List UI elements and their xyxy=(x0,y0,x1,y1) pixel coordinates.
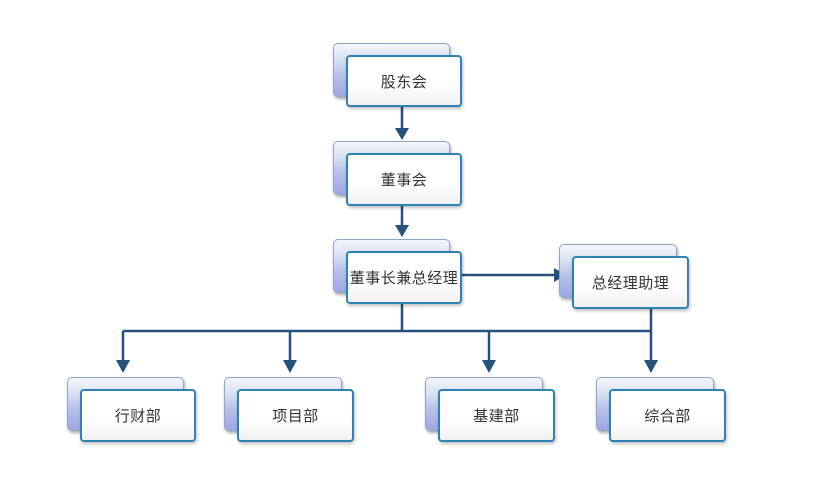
node-board-label: 董事会 xyxy=(380,171,428,189)
node-project: 项目部 xyxy=(224,377,356,443)
node-infrastructure: 基建部 xyxy=(425,377,557,443)
arrowhead-board xyxy=(395,128,409,140)
node-finance: 行财部 xyxy=(67,377,197,443)
arrowhead-project xyxy=(283,360,297,373)
node-shareholders-box: 股东会 xyxy=(346,55,462,107)
node-general-label: 综合部 xyxy=(644,407,691,425)
node-gm-assistant: 总经理助理 xyxy=(559,244,691,310)
node-project-box: 项目部 xyxy=(237,389,354,442)
node-finance-label: 行财部 xyxy=(114,407,162,425)
node-gm-assistant-box: 总经理助理 xyxy=(572,256,689,309)
node-shareholders-label: 股东会 xyxy=(380,72,428,91)
node-finance-box: 行财部 xyxy=(80,389,196,442)
node-gm-assistant-label: 总经理助理 xyxy=(591,274,670,292)
arrowhead-chairman xyxy=(395,225,409,237)
node-chairman-gm-box: 董事长兼总经理 xyxy=(346,251,462,304)
node-infrastructure-box: 基建部 xyxy=(438,389,555,442)
node-chairman-gm: 董事长兼总经理 xyxy=(333,239,463,305)
node-board-box: 董事会 xyxy=(346,153,462,206)
node-board: 董事会 xyxy=(333,141,463,207)
node-infrastructure-label: 基建部 xyxy=(473,407,520,425)
node-general-box: 综合部 xyxy=(609,389,726,442)
node-project-label: 项目部 xyxy=(272,407,319,425)
arrowhead-finance xyxy=(116,360,130,373)
node-general: 综合部 xyxy=(596,377,728,443)
node-shareholders: 股东会 xyxy=(333,43,463,109)
node-chairman-gm-label: 董事长兼总经理 xyxy=(349,269,459,287)
arrowhead-general xyxy=(644,360,658,373)
arrowhead-infrastructure xyxy=(482,360,496,373)
